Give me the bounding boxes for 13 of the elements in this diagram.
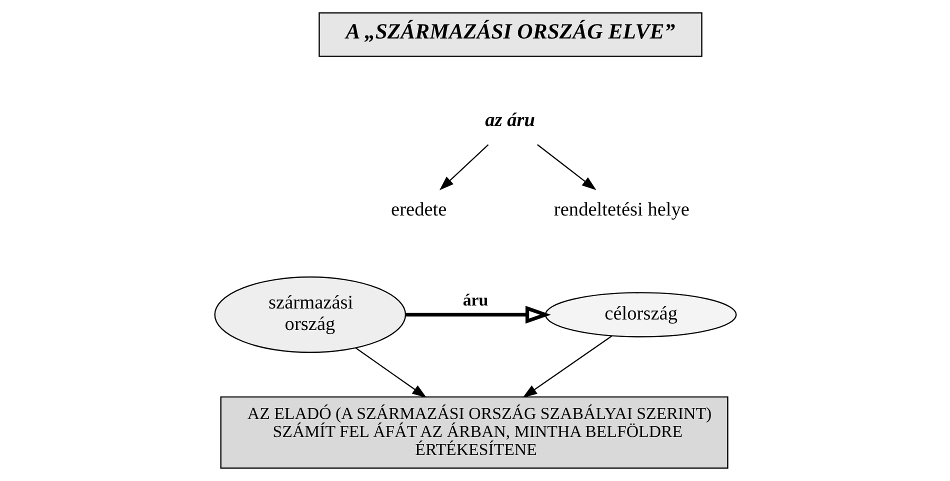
arrow [405,306,550,324]
node-text: rendeltetési helye [553,199,690,220]
node-box: A „SZÁRMAZÁSI ORSZÁG ELVE” [318,12,702,57]
node-ellipse: származási ország [214,276,406,354]
arrow [522,336,612,398]
node-text: eredete [390,199,446,220]
arrow [354,347,426,398]
edge-label: áru [462,290,488,310]
arrow [438,144,488,190]
node-ellipse: célország [544,292,736,338]
node-text: az áru [484,110,535,132]
node-box: AZ ELADÓ (A SZÁRMAZÁSI ORSZÁG SZABÁLYAI SZERINT) SZÁMÍT FEL ÁFÁT AZ ÁRBAN, MINTHA BELFÖLDRE ÉRTÉKESÍTENE [220,396,728,469]
arrow [536,144,596,190]
